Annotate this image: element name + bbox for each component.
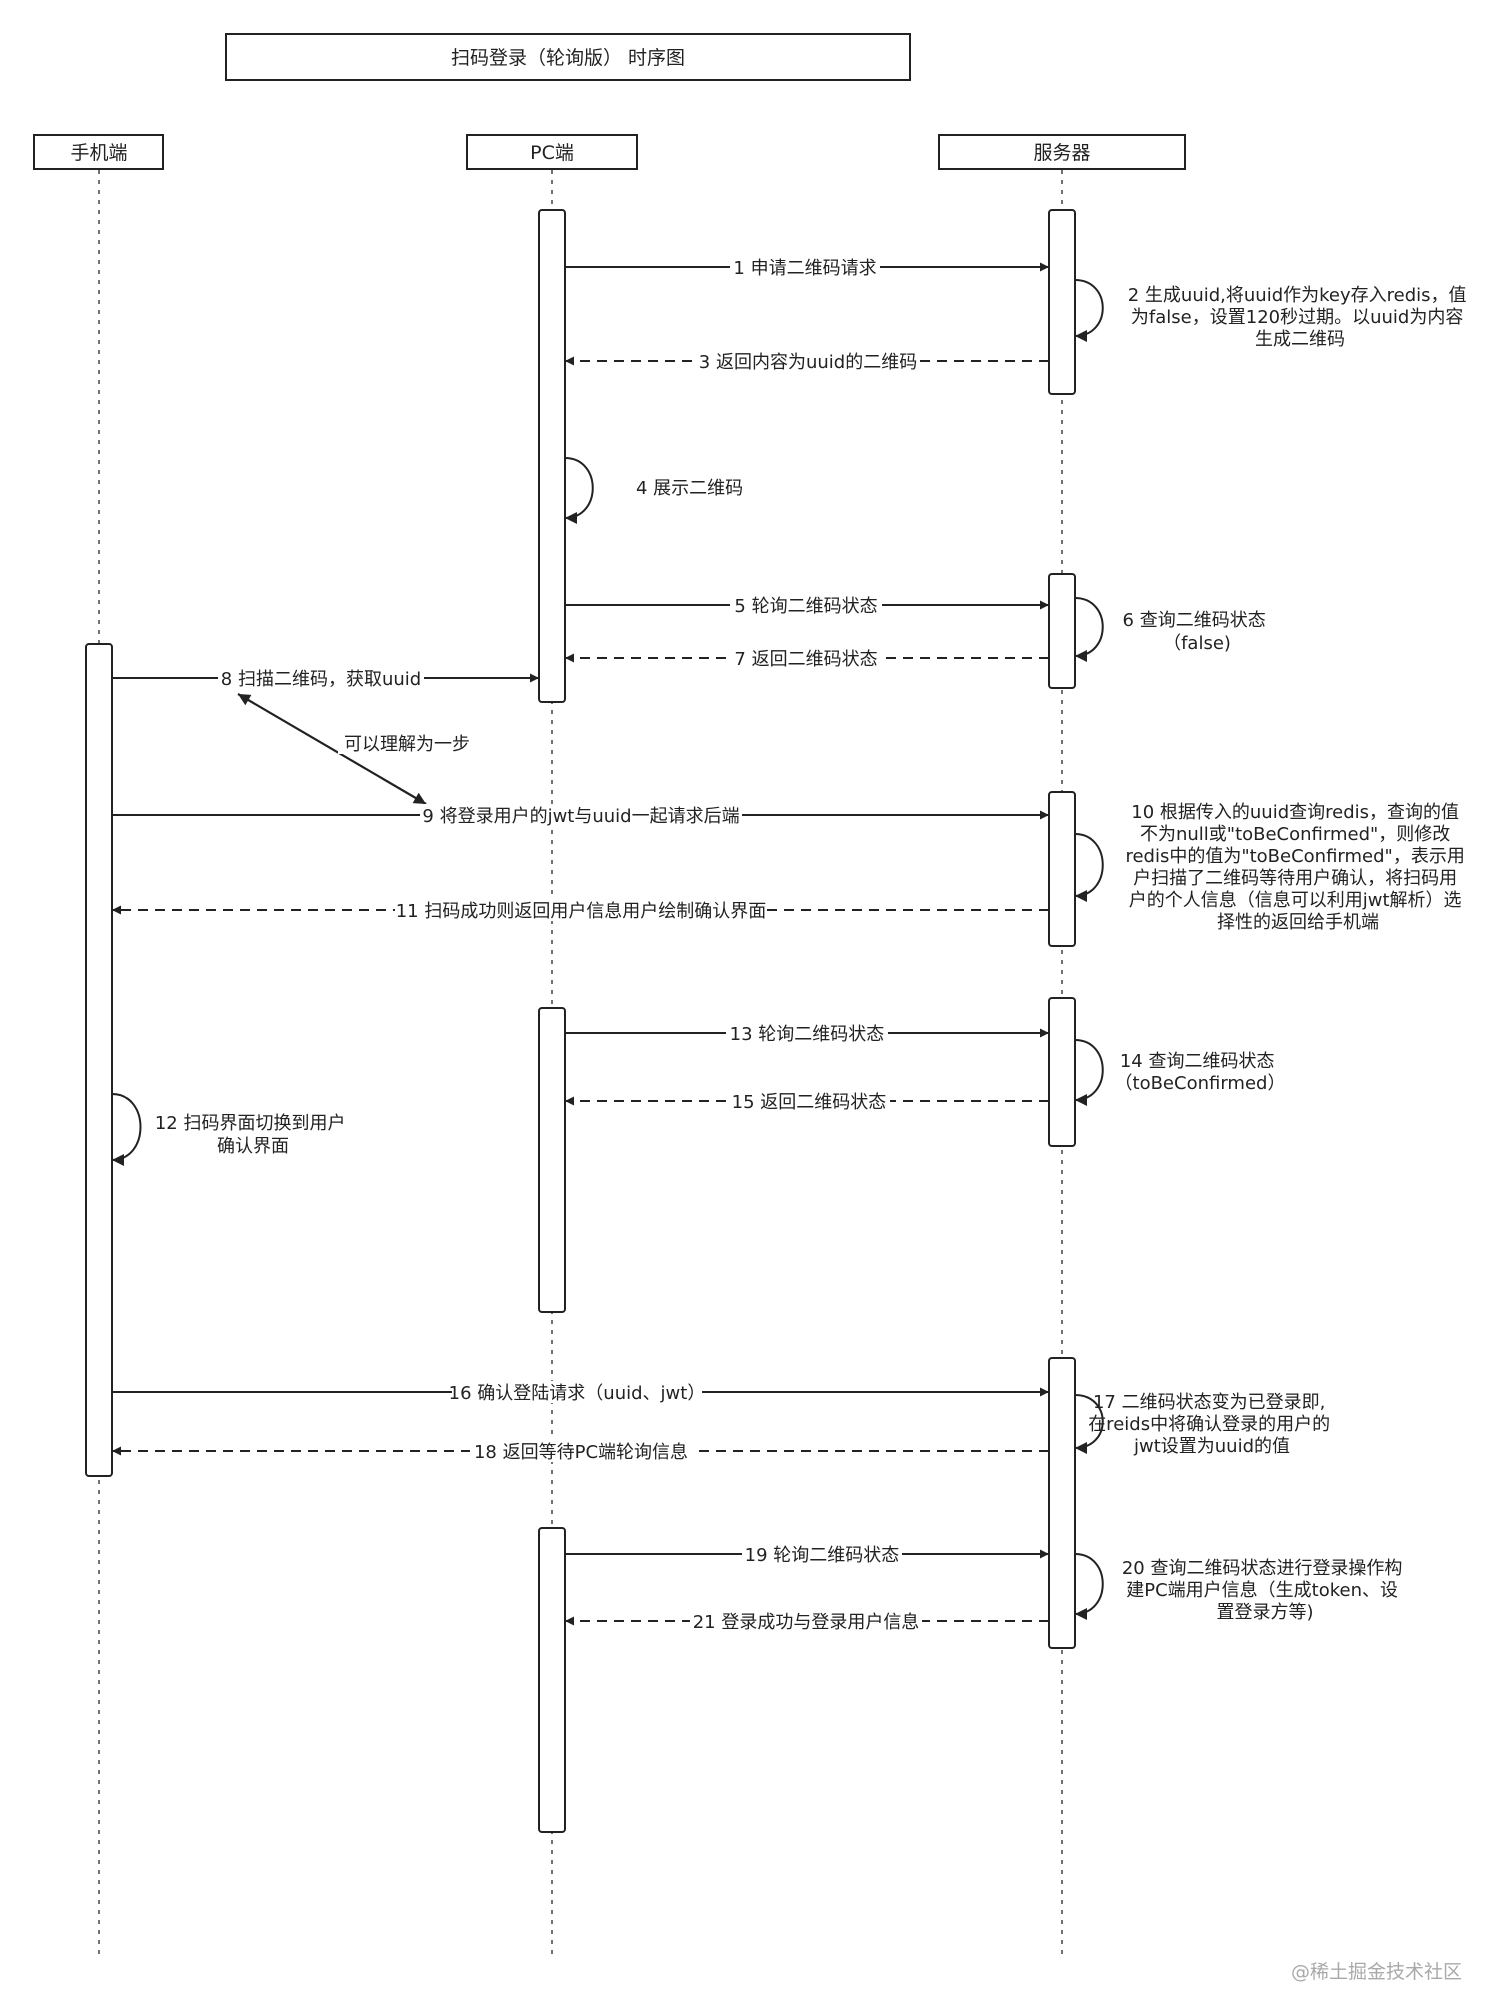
self-message-4-text: 4 展示二维码	[636, 478, 743, 499]
message-18-label: 18 返回等待PC端轮询信息	[474, 1442, 688, 1463]
participant-server-label: 服务器	[1033, 142, 1090, 164]
message-3-label: 3 返回内容为uuid的二维码	[699, 352, 917, 373]
self-message-2-text: 2 生成uuid,将uuid作为key存入redis，值 为false，设置12…	[1128, 285, 1473, 350]
message-19-label: 19 轮询二维码状态	[745, 1545, 900, 1566]
message-5: 5 轮询二维码状态	[565, 594, 1049, 617]
message-1-label: 1 申请二维码请求	[733, 258, 876, 279]
self-message-10: 10 根据传入的uuid查询redis，查询的值 不为null或"toBeCon…	[1074, 802, 1470, 933]
activation-server-4	[1048, 997, 1076, 1147]
participant-mobile: 手机端	[33, 134, 164, 170]
message-7-label: 7 返回二维码状态	[734, 649, 877, 670]
activation-server-2	[1048, 573, 1076, 689]
activation-pc-3	[538, 1527, 566, 1833]
diagram-title-text: 扫码登录（轮询版） 时序图	[451, 47, 685, 69]
message-7: 7 返回二维码状态	[565, 647, 1049, 670]
self-message-17-text: 17 二维码状态变为已登录即, 在reids中将确认登录的用户的 jwt设置为u…	[1088, 1392, 1336, 1457]
message-15: 15 返回二维码状态	[565, 1090, 1049, 1113]
message-13: 13 轮询二维码状态	[565, 1022, 1049, 1045]
participant-pc-label: PC端	[530, 142, 574, 164]
message-16-label: 16 确认登陆请求（uuid、jwt）	[449, 1383, 706, 1404]
message-16: 16 确认登陆请求（uuid、jwt）	[112, 1381, 1049, 1404]
message-11: 11 扫码成功则返回用户信息用户绘制确认界面	[112, 899, 1049, 922]
message-11-label: 11 扫码成功则返回用户信息用户绘制确认界面	[396, 901, 767, 922]
self-message-12-text: 12 扫码界面切换到用户 确认界面	[155, 1113, 351, 1157]
message-9: 9 将登录用户的jwt与uuid一起请求后端	[112, 804, 1049, 827]
self-message-14-text: 14 查询二维码状态 （toBeConfirmed）	[1115, 1051, 1286, 1094]
activation-server-3	[1048, 791, 1076, 947]
self-message-6: 6 查询二维码状态 （false)	[1074, 597, 1272, 662]
self-message-12: 12 扫码界面切换到用户 确认界面	[111, 1093, 351, 1166]
annotation-same-step: 可以理解为一步	[237, 693, 476, 805]
participant-mobile-label: 手机端	[70, 142, 127, 164]
message-1: 1 申请二维码请求	[565, 256, 1049, 279]
message-9-label: 9 将登录用户的jwt与uuid一起请求后端	[422, 806, 739, 827]
message-18: 18 返回等待PC端轮询信息	[112, 1440, 1049, 1463]
self-message-10-text: 10 根据传入的uuid查询redis，查询的值 不为null或"toBeCon…	[1125, 802, 1470, 933]
participant-pc: PC端	[466, 134, 638, 170]
activation-server-5	[1048, 1357, 1076, 1649]
annotation-label: 可以理解为一步	[344, 734, 470, 755]
self-message-4: 4 展示二维码	[564, 457, 743, 524]
message-21-label: 21 登录成功与登录用户信息	[693, 1612, 920, 1633]
watermark: @稀土掘金技术社区	[1291, 1961, 1462, 1983]
message-21: 21 登录成功与登录用户信息	[565, 1610, 1049, 1633]
self-message-20-text: 20 查询二维码状态进行登录操作构 建PC端用户信息（生成token、设 置登录…	[1122, 1558, 1408, 1623]
message-8: 8 扫描二维码，获取uuid	[112, 667, 539, 690]
self-message-6-text: 6 查询二维码状态 （false)	[1123, 610, 1272, 654]
message-8-label: 8 扫描二维码，获取uuid	[221, 669, 421, 690]
activation-pc-2	[538, 1007, 566, 1313]
self-message-2: 2 生成uuid,将uuid作为key存入redis，值 为false，设置12…	[1074, 279, 1473, 350]
message-19: 19 轮询二维码状态	[565, 1543, 1049, 1566]
message-15-label: 15 返回二维码状态	[732, 1092, 887, 1113]
participant-server: 服务器	[938, 134, 1186, 170]
activation-mobile	[85, 643, 113, 1477]
message-3: 3 返回内容为uuid的二维码	[565, 350, 1049, 373]
self-message-14: 14 查询二维码状态 （toBeConfirmed）	[1074, 1039, 1286, 1106]
diagram-title: 扫码登录（轮询版） 时序图	[225, 33, 911, 81]
activation-pc-1	[538, 209, 566, 703]
self-message-20: 20 查询二维码状态进行登录操作构 建PC端用户信息（生成token、设 置登录…	[1074, 1553, 1408, 1623]
activation-server-1	[1048, 209, 1076, 395]
self-message-17: 17 二维码状态变为已登录即, 在reids中将确认登录的用户的 jwt设置为u…	[1074, 1392, 1336, 1457]
message-13-label: 13 轮询二维码状态	[730, 1024, 885, 1045]
message-5-label: 5 轮询二维码状态	[734, 596, 877, 617]
